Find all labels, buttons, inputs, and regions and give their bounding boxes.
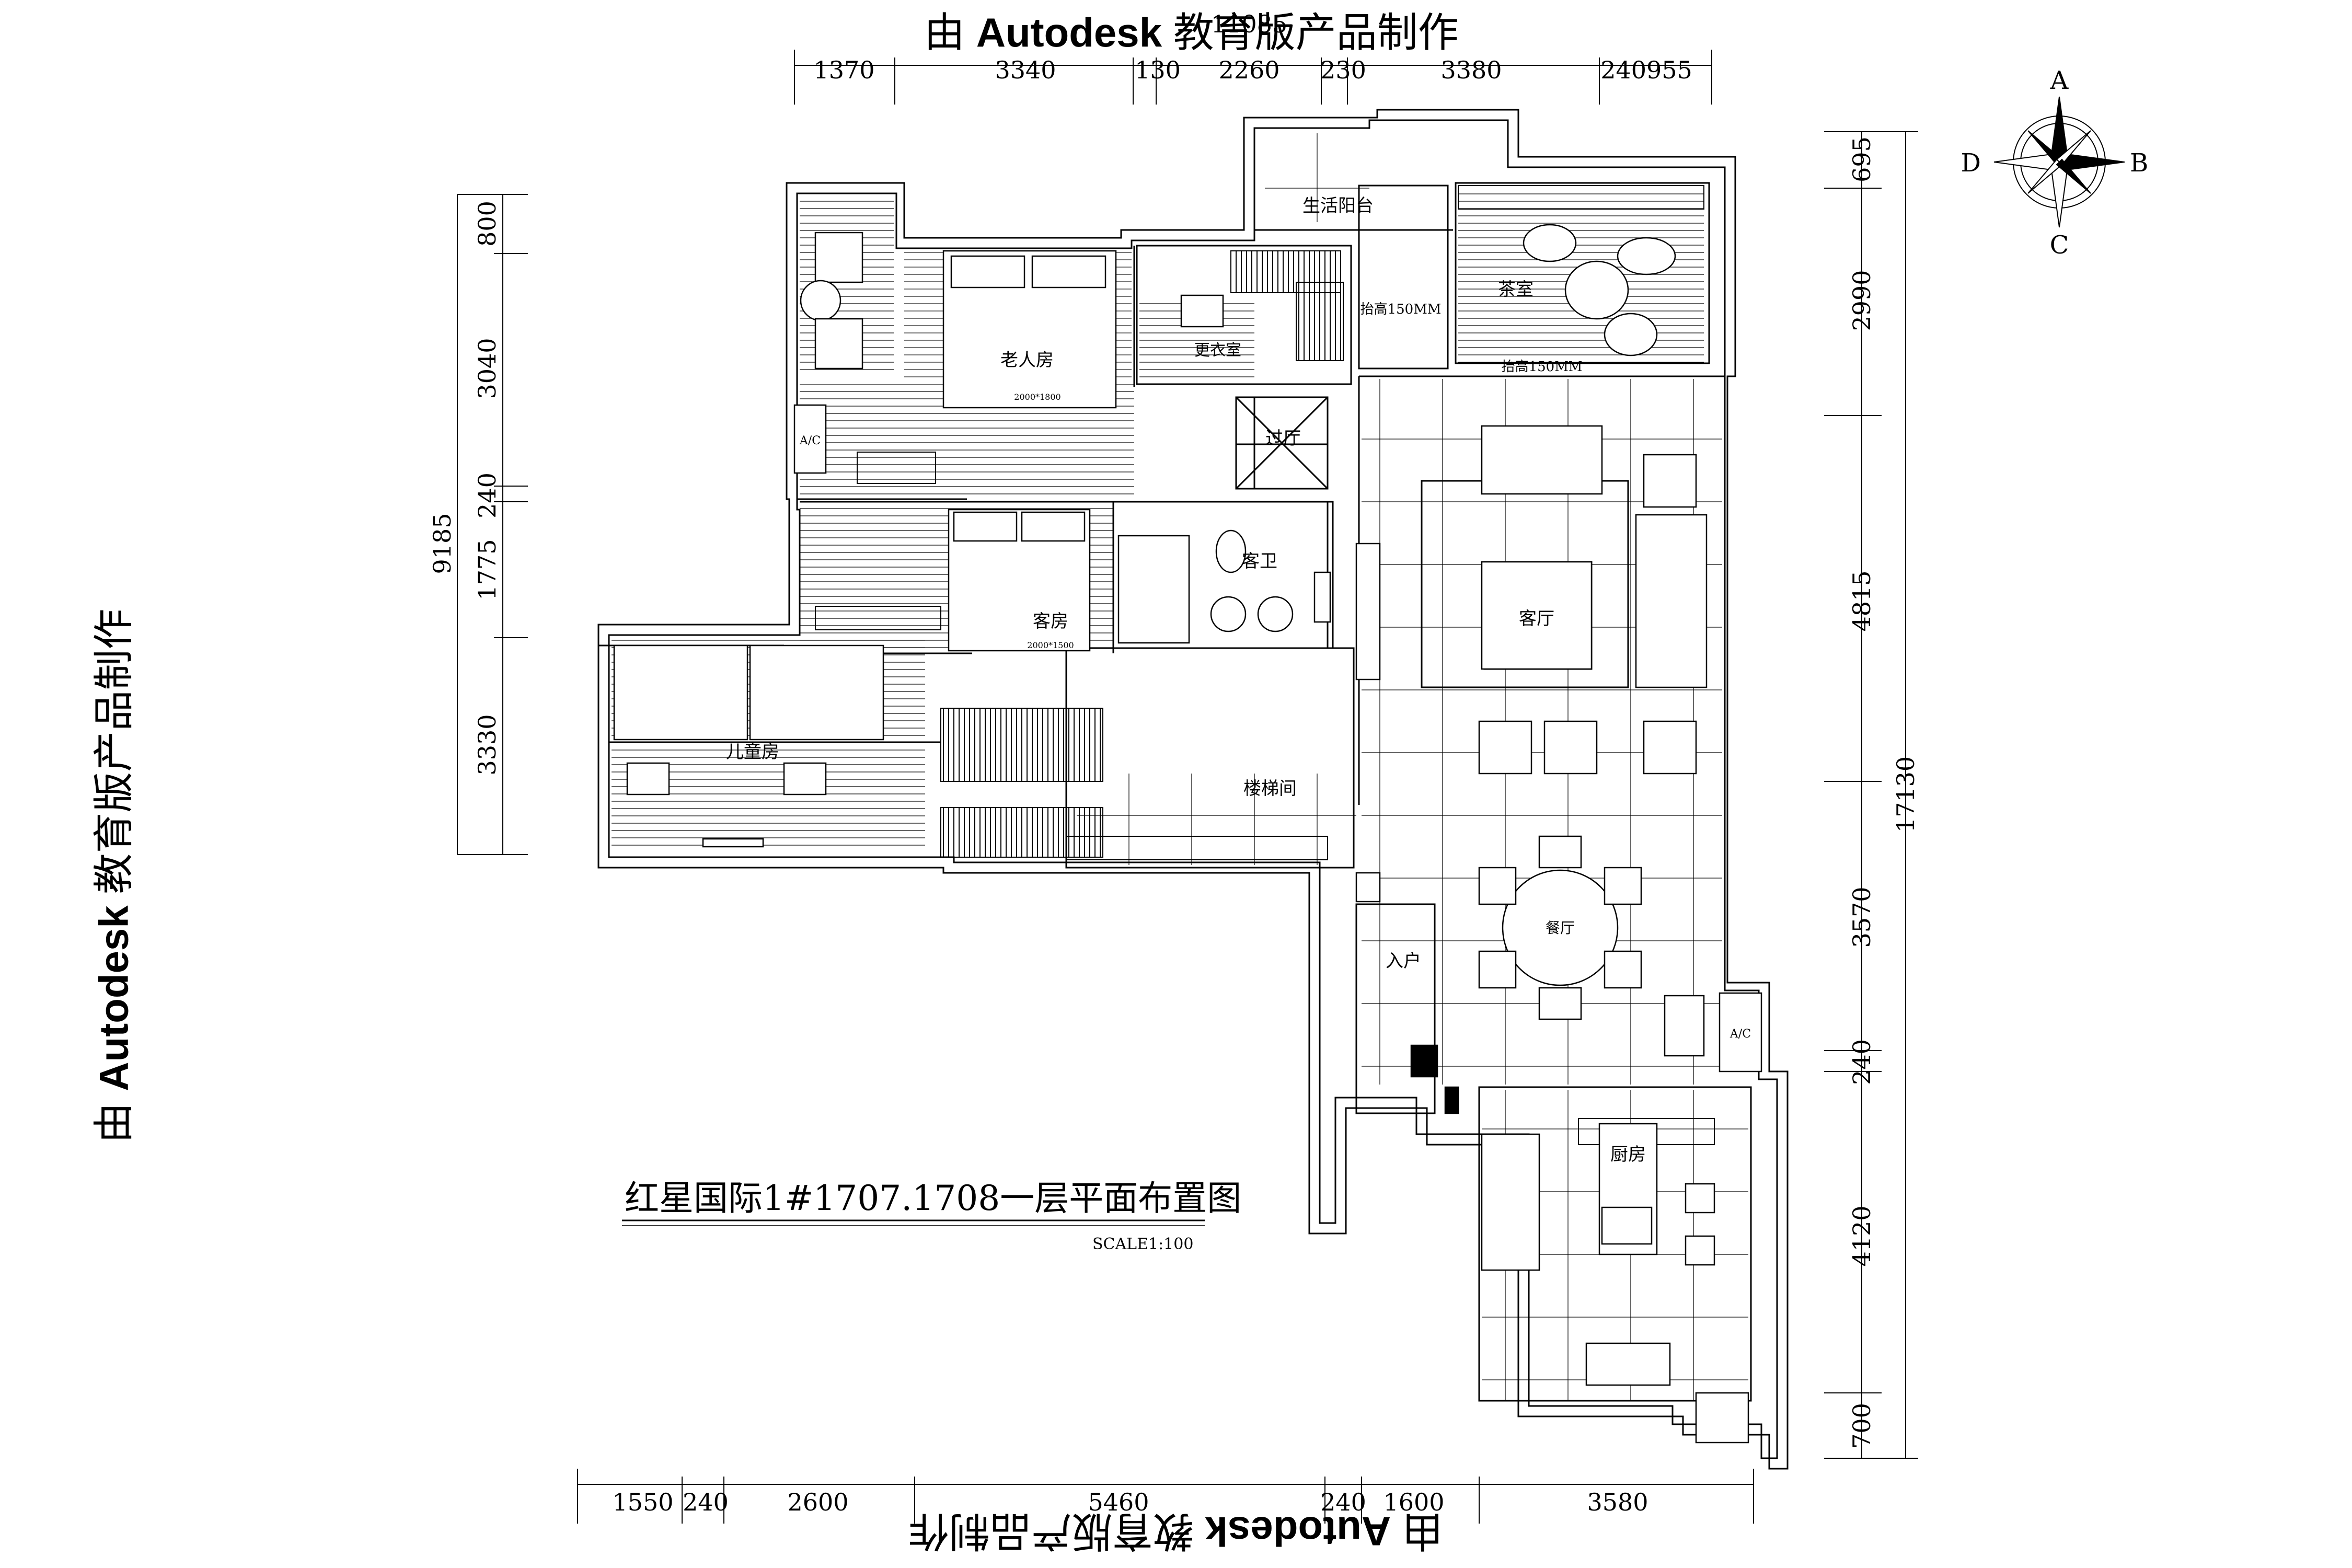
label-ac-1: A/C: [799, 434, 821, 447]
dim-top-7: 240955: [1600, 56, 1692, 84]
coffee-table: [1481, 561, 1593, 670]
dim-top-5: 230: [1320, 56, 1366, 84]
dim-left-total: 9185: [428, 513, 456, 574]
dim-left-2: 3040: [473, 338, 501, 399]
label-elder-room: 老人房: [1000, 350, 1054, 371]
dim-top-overlap: 11085: [1211, 10, 1287, 38]
label-elder-bed-size: 2000*1800: [1014, 392, 1060, 402]
label-stairs: 楼梯间: [1243, 778, 1297, 799]
label-ac-2: A/C: [1730, 1028, 1751, 1041]
furniture: [613, 224, 1762, 1444]
dining-table: [1502, 869, 1619, 986]
dim-bottom-2: 240: [683, 1488, 729, 1516]
watermark-top: 由 Autodesk 教育版产品制作: [924, 9, 1459, 55]
title-scale: SCALE1:100: [1092, 1235, 1193, 1253]
dim-top-1: 1370: [813, 56, 874, 84]
label-entry: 入户: [1386, 951, 1421, 972]
label-tea-room: 茶室: [1498, 279, 1534, 300]
label-guest-bed-size: 2000*1500: [1027, 640, 1074, 650]
dim-left-1: 800: [473, 201, 501, 247]
kids-bed-2: [749, 644, 884, 741]
label-kids-room: 儿童房: [726, 742, 779, 763]
label-closet: 更衣室: [1194, 341, 1241, 360]
dim-right-3: 4815: [1848, 570, 1876, 631]
dim-right-4: 3570: [1848, 886, 1876, 948]
dim-right-7: 700: [1848, 1403, 1876, 1449]
label-kitchen: 厨房: [1610, 1144, 1646, 1165]
dim-top-2: 3340: [995, 56, 1056, 84]
compass-w: D: [1961, 148, 1981, 178]
dim-right: [1824, 131, 1918, 1459]
title-main: 红星国际1#1707.1708一层平面布置图: [625, 1178, 1241, 1218]
dim-top-labels: 1370 3340 130 2260 230 3380 240955 11085: [813, 10, 1692, 84]
label-dining: 餐厅: [1546, 919, 1575, 937]
dim-bottom-4: 5460: [1088, 1488, 1149, 1516]
dim-top-3: 130: [1135, 56, 1181, 84]
dim-left-labels: 800 3040 240 1775 3330 9185: [428, 201, 501, 775]
dim-left-4: 1775: [473, 539, 501, 600]
label-living: 客厅: [1519, 608, 1554, 629]
dim-bottom-6: 1600: [1383, 1488, 1444, 1516]
dim-right-total: 17130: [1892, 756, 1920, 833]
compass-s: C: [2050, 230, 2069, 260]
dim-right-1: 695: [1848, 136, 1876, 182]
dim-right-5: 240: [1848, 1039, 1876, 1085]
kids-bed-1: [613, 644, 748, 741]
dim-top-4: 2260: [1218, 56, 1279, 84]
dim-right-6: 4120: [1848, 1205, 1876, 1266]
dim-bottom-5: 240: [1320, 1488, 1366, 1516]
compass-n: A: [2050, 66, 2069, 95]
dim-top: [794, 50, 1712, 105]
room-labels: 生活阳台 茶室 老人房 2000*1800 更衣室 抬高150MM 抬高150M…: [726, 195, 1751, 1165]
dim-bottom: [577, 1469, 1754, 1524]
drawing-title: 红星国际1#1707.1708一层平面布置图 SCALE1:100: [622, 1178, 1241, 1253]
compass-rose: [1993, 96, 2125, 228]
dim-top-6: 3380: [1440, 56, 1502, 84]
dim-left: [457, 194, 528, 855]
dim-bottom-labels: 1550 240 2600 5460 240 1600 3580: [612, 1488, 1648, 1516]
compass-labels: A C D B: [1961, 66, 2149, 260]
dim-bottom-3: 2600: [787, 1488, 848, 1516]
label-guest-room: 客房: [1033, 611, 1068, 632]
dim-left-3: 240: [473, 472, 501, 518]
dim-right-labels: 695 2990 4815 3570 240 4120 700 17130: [1848, 136, 1920, 1449]
label-hall: 过厅: [1265, 428, 1301, 449]
label-step-1: 抬高150MM: [1361, 302, 1442, 317]
wardrobes: [815, 185, 1715, 1145]
label-step-2: 抬高150MM: [1502, 359, 1583, 375]
dim-right-2: 2990: [1848, 270, 1876, 331]
sofa-top: [1481, 425, 1603, 495]
compass-e: B: [2130, 148, 2148, 178]
dim-bottom-1: 1550: [612, 1488, 673, 1516]
dim-left-5: 3330: [473, 714, 501, 775]
sofa-right: [1635, 514, 1708, 688]
dim-bottom-7: 3580: [1587, 1488, 1648, 1516]
label-balcony: 生活阳台: [1302, 195, 1374, 216]
label-bath: 客卫: [1242, 551, 1277, 572]
